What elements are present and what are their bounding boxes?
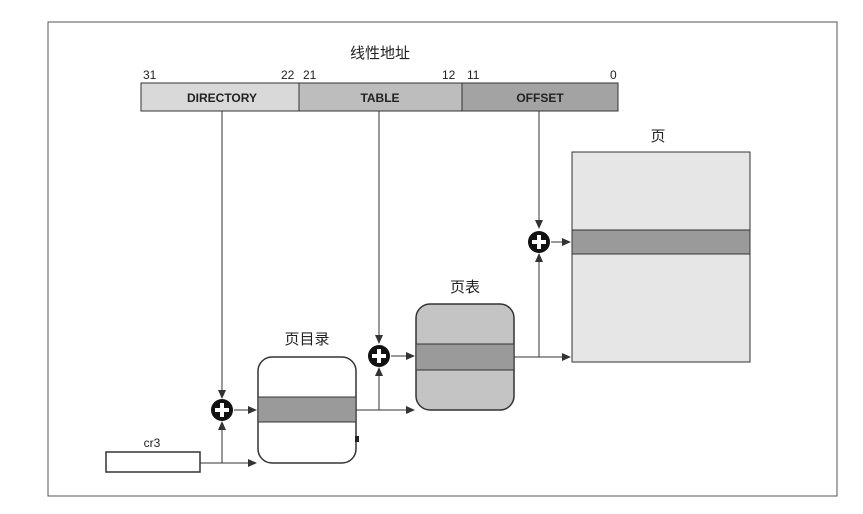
offset-field xyxy=(461,82,619,112)
figure-frame xyxy=(47,21,838,497)
page-table-entry xyxy=(415,343,515,371)
plus-circle-icon xyxy=(211,399,233,421)
page-directory-entry xyxy=(257,396,357,423)
bit-0: 0 xyxy=(610,68,617,82)
page-directory-label: 页目录 xyxy=(284,330,329,348)
plus-circle-icon xyxy=(368,345,390,367)
directory-field xyxy=(140,82,300,112)
plus-circle-icon xyxy=(528,231,550,253)
table-field xyxy=(298,82,463,112)
page-table-label: 页表 xyxy=(450,278,480,296)
bit-11: 11 xyxy=(467,68,480,82)
page-label: 页 xyxy=(650,127,665,145)
page-entry xyxy=(571,229,751,255)
linear-address-title: 线性地址 xyxy=(350,44,410,62)
page-box xyxy=(571,151,751,363)
directory-label: DIRECTORY xyxy=(187,91,257,105)
cr3-label: cr3 xyxy=(144,436,161,450)
offset-label: OFFSET xyxy=(516,91,564,105)
table-label: TABLE xyxy=(360,91,399,105)
bit-31: 31 xyxy=(143,68,157,82)
connectors xyxy=(200,111,571,467)
bit-22: 22 xyxy=(281,68,295,82)
bit-21: 21 xyxy=(303,68,317,82)
cr3-register xyxy=(105,451,201,473)
page-directory-tick xyxy=(355,436,359,442)
bit-12: 12 xyxy=(442,68,456,82)
